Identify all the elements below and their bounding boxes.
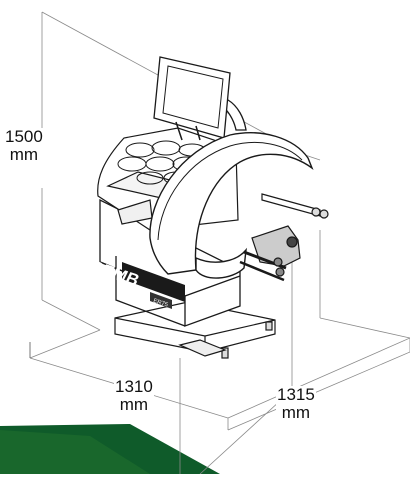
monitor (153, 56, 247, 141)
wheel-guard (149, 132, 314, 279)
height-dimension-unit: mm (9, 145, 39, 164)
height-dimension-value: 1500 (5, 127, 43, 146)
depth-dimension-unit: mm (281, 403, 311, 422)
depth-dimension-value: 1315 (277, 385, 315, 404)
width-dimension-label: 1310 mm (114, 378, 154, 414)
brand-logo-subtext: ER75 (152, 298, 169, 309)
depth-dimension-label: 1315 mm (276, 386, 316, 422)
height-dimension-label: 1500 mm (4, 128, 44, 164)
width-dimension-value: 1310 (115, 377, 153, 396)
width-dimension-unit: mm (119, 395, 149, 414)
footer-accent-band (0, 424, 220, 474)
shaft-assembly (239, 193, 329, 282)
